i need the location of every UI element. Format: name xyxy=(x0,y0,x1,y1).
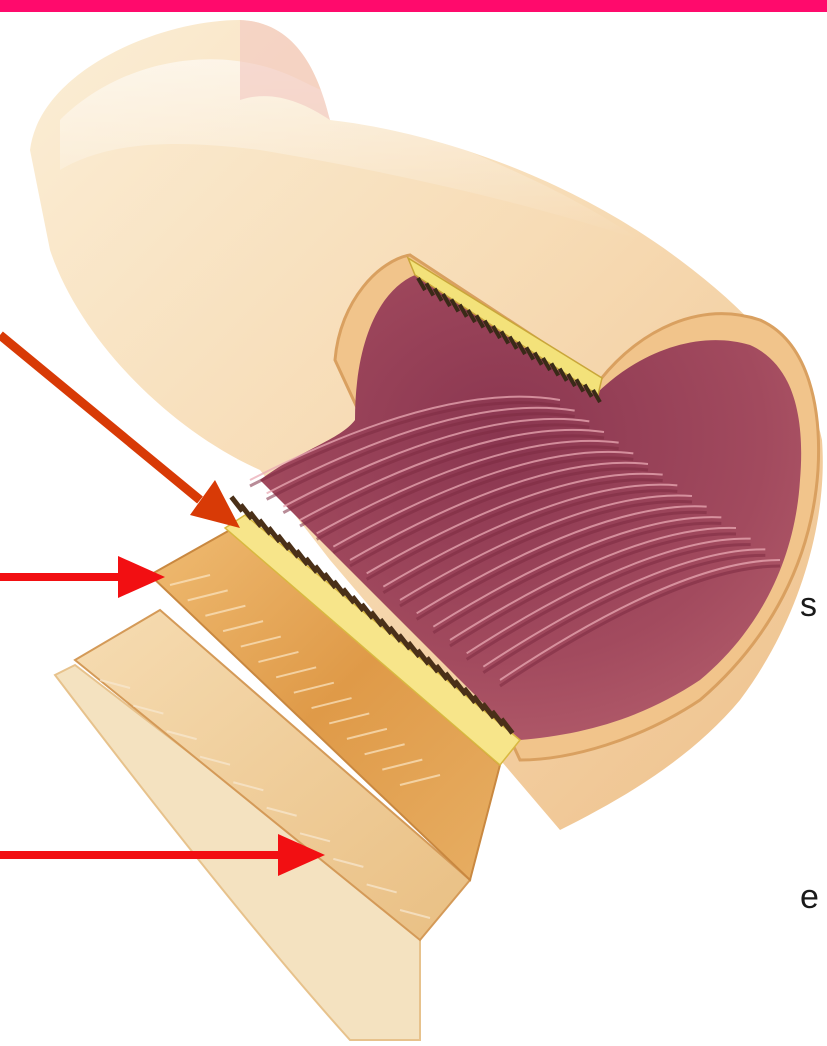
arrow-to-circular-muscle xyxy=(0,556,165,598)
label-fragment-lower: e xyxy=(800,880,819,914)
label-fragment-middle: s xyxy=(800,588,817,622)
